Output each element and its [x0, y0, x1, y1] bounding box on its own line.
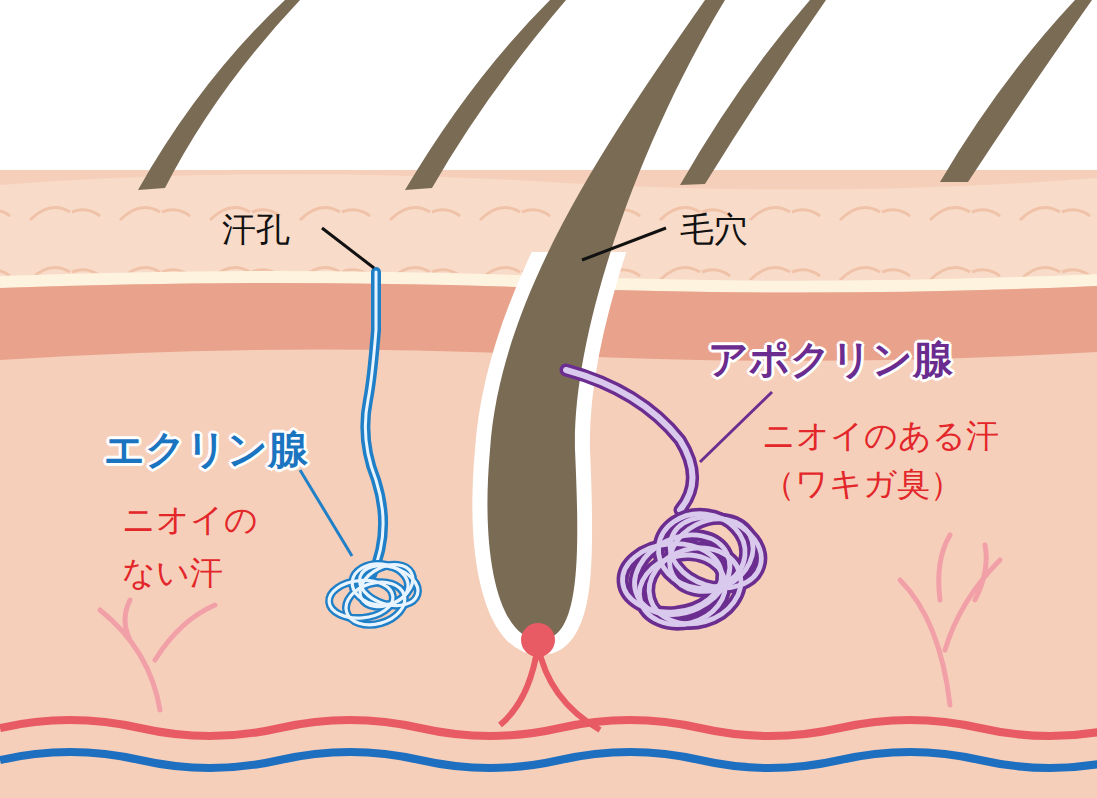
vein: [0, 752, 1097, 768]
pore-label: 汗孔: [222, 205, 290, 254]
apocrine-leader: [700, 392, 772, 462]
odorless-sweat-note: ニオイの ない汗: [122, 494, 258, 600]
eccrine-leader: [300, 470, 352, 556]
apocrine-gland: [566, 370, 770, 634]
eccrine-label: エクリン腺: [104, 420, 308, 478]
odor-sweat-note: ニオイのある汗 （ワキガ臭）: [762, 412, 999, 508]
leader-lines: [322, 228, 666, 268]
apocrine-label: アポクリン腺: [708, 330, 953, 388]
artery: [0, 720, 1097, 736]
papilla-vessel: [500, 645, 600, 730]
eccrine-gland: [328, 272, 423, 631]
hair-pore-label: 毛穴: [680, 205, 748, 254]
